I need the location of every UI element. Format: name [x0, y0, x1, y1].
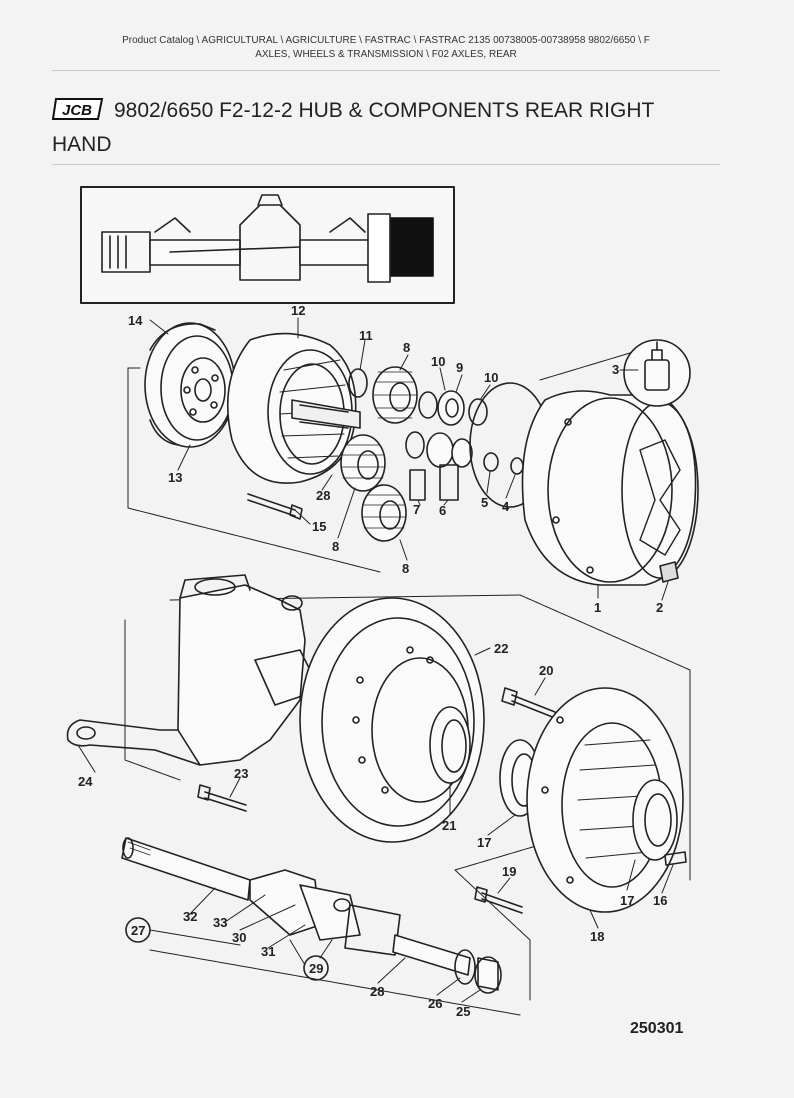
- callout-10-top: 10: [431, 354, 445, 369]
- callout-13: 13: [168, 470, 182, 485]
- callout-1: 1: [594, 600, 601, 615]
- part-20-bolt: [501, 687, 556, 719]
- part-21-bearing: [429, 706, 471, 784]
- page-title: 9802/6650 F2-12-2 HUB & COMPONENTS REAR …: [52, 99, 654, 156]
- callout-8-bottom: 8: [402, 561, 409, 576]
- callout-26: 26: [428, 996, 442, 1011]
- title-divider: [52, 164, 720, 165]
- jcb-logo-text: JCB: [62, 102, 92, 119]
- leader-lines: [77, 317, 674, 1003]
- callout-15: 15: [312, 519, 326, 534]
- callout-10-right: 10: [484, 370, 498, 385]
- callout-labels: 14 12 11 8 10 9 10 13 28 15 8 8 7 6 5 4 …: [78, 303, 683, 1037]
- callout-11: 11: [359, 328, 373, 343]
- part-18-wheel-hub: [526, 687, 684, 913]
- callout-20: 20: [539, 663, 553, 678]
- callout-2: 2: [656, 600, 663, 615]
- part-6-pin: [439, 464, 459, 501]
- part-4-thrust-pad: [510, 457, 524, 475]
- callout-8-top: 8: [403, 340, 410, 355]
- callout-25: 25: [456, 1004, 470, 1019]
- callout-32: 32: [183, 909, 197, 924]
- callout-28-bottom: 28: [370, 984, 384, 999]
- callout-7: 7: [413, 502, 420, 517]
- part-9-10-bearings: [405, 390, 488, 468]
- part-12-ring-gear: [226, 332, 361, 484]
- part-15-bolt: [247, 493, 303, 520]
- breadcrumb-line-2[interactable]: AXLES, WHEELS & TRANSMISSION \ F02 AXLES…: [255, 49, 517, 60]
- part-8-planet-gears: [340, 366, 418, 542]
- callout-28-top: 28: [316, 488, 330, 503]
- part-16-stud: [664, 851, 687, 866]
- part-22-brake-disc: [299, 597, 485, 843]
- callout-18: 18: [590, 929, 604, 944]
- breadcrumb-line-1[interactable]: Product Catalog \ AGRICULTURAL \ AGRICUL…: [122, 35, 650, 46]
- part-19-bolt: [474, 886, 523, 914]
- callout-31: 31: [261, 944, 275, 959]
- callout-3: 3: [612, 362, 619, 377]
- part-1-hub-cover: [521, 390, 699, 586]
- part-13-14-carrier: [144, 322, 236, 448]
- part-23-bolt: [197, 784, 247, 812]
- part-26-seal: [454, 949, 476, 985]
- part-2-plug: [659, 561, 679, 583]
- part-24-steering-knuckle: [66, 574, 321, 766]
- callout-29-circle: [303, 955, 329, 981]
- callout-16: 16: [653, 893, 667, 908]
- callout-21: 21: [442, 818, 456, 833]
- callout-8-left: 8: [332, 539, 339, 554]
- callout-23: 23: [234, 766, 248, 781]
- callout-6: 6: [439, 503, 446, 518]
- callout-30: 30: [232, 930, 246, 945]
- callout-24: 24: [78, 774, 93, 789]
- callout-12: 12: [291, 303, 305, 318]
- part-27-drive-shaft-assembly: [121, 837, 471, 976]
- part-3-sealant-inset: [623, 339, 691, 407]
- axle-overview-inset: [80, 186, 455, 304]
- callout-33: 33: [213, 915, 227, 930]
- callout-27: 27: [131, 923, 145, 938]
- part-7-pin: [409, 469, 426, 501]
- callout-19: 19: [502, 864, 516, 879]
- callout-9: 9: [456, 360, 463, 375]
- callout-29: 29: [309, 961, 323, 976]
- part-28-shaft-top: [299, 404, 349, 429]
- callout-22: 22: [494, 641, 508, 656]
- figure-number: 250301: [630, 1020, 683, 1037]
- jcb-logo: JCB: [52, 98, 104, 120]
- callout-17-right: 17: [620, 893, 634, 908]
- callout-5: 5: [481, 495, 488, 510]
- part-5-washer: [483, 452, 499, 472]
- part-11-washer: [348, 368, 368, 398]
- part-25-bush: [477, 957, 499, 991]
- callout-17-left: 17: [477, 835, 491, 850]
- breadcrumb: Product Catalog \ AGRICULTURAL \ AGRICUL…: [52, 34, 720, 62]
- header-divider: [52, 70, 720, 71]
- callout-4: 4: [502, 499, 510, 514]
- callout-14: 14: [128, 313, 143, 328]
